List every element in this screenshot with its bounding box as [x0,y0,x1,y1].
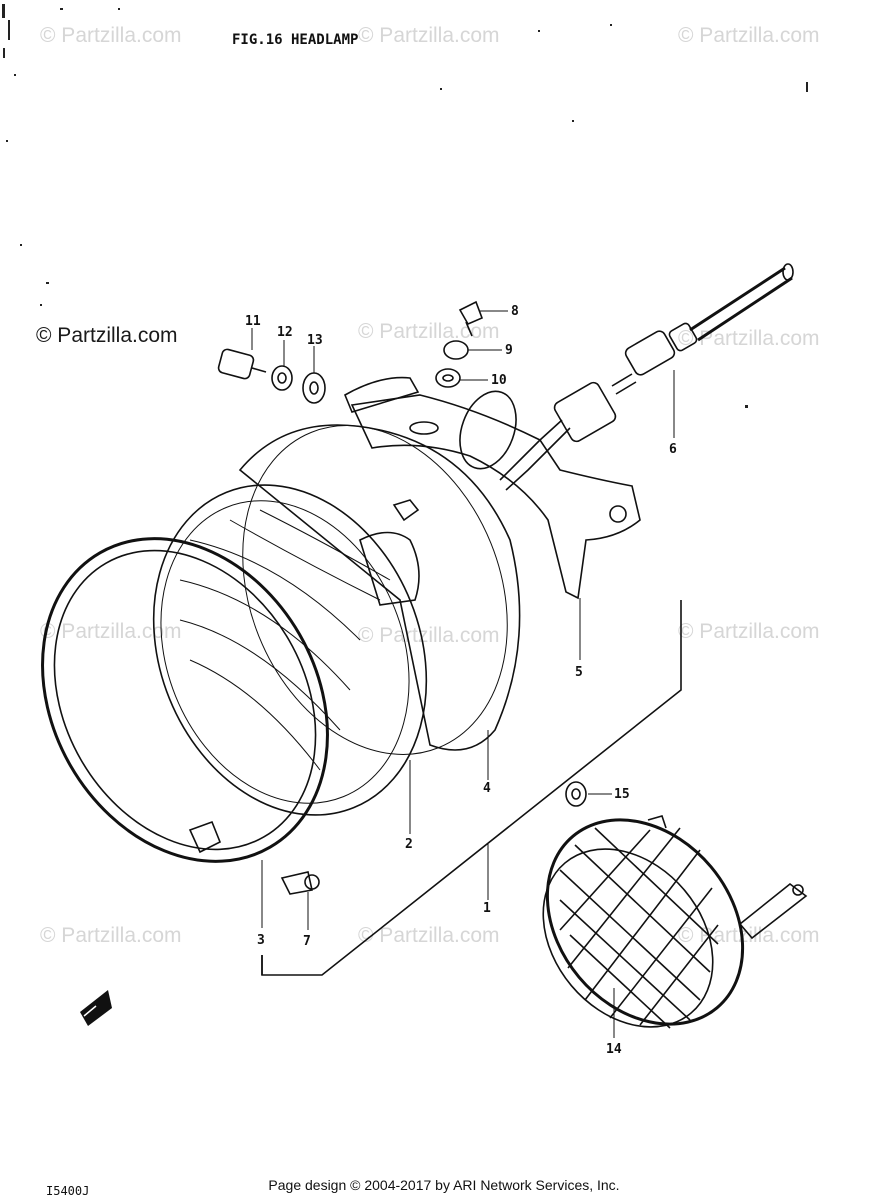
watermark-bottom-left: © Partzilla.com [40,924,182,947]
bolt-8 [458,300,484,337]
rim-screw [280,871,320,895]
sealed-beam-unit [152,484,428,816]
nut-9 [443,340,469,360]
headlamp-rim [41,537,329,863]
callout-6: 6 [669,442,677,457]
washer-15-hole [571,788,581,800]
watermark-lower-right: © Partzilla.com [678,620,820,643]
footer-copyright: Page design © 2004-2017 by ARI Network S… [268,1177,620,1193]
watermark-mid-right: © Partzilla.com [678,327,820,350]
diagram-title: FIG.16 HEADLAMP [232,32,358,48]
watermark-bottom-center: © Partzilla.com [358,924,500,947]
headlamp-guard [542,815,808,1029]
callout-13: 13 [307,333,323,348]
callout-11: 11 [245,314,261,329]
scan-noise [2,4,808,408]
watermark-top-center: © Partzilla.com [358,24,500,47]
callout-3: 3 [257,933,265,948]
callout-12: 12 [277,325,293,340]
bolt-11 [217,348,267,380]
watermark-bottom-right: © Partzilla.com [678,924,820,947]
headlamp-housing [238,424,521,755]
callout-15: 15 [614,787,630,802]
watermark-lower-center: © Partzilla.com [358,624,500,647]
callout-8: 8 [511,304,519,319]
washer-10-hole [442,374,454,382]
callout-14: 14 [606,1042,622,1057]
callout-4: 4 [483,781,491,796]
washer-10 [435,368,461,388]
watermark-mid-center: © Partzilla.com [358,320,500,343]
washer-13-hole [309,381,319,395]
leader-lines [251,310,675,1038]
wire-harness [499,263,794,491]
callout-9: 9 [505,343,513,358]
callout-1: 1 [483,901,491,916]
callout-7: 7 [303,934,311,949]
washer-13 [302,372,326,404]
callout-5: 5 [575,665,583,680]
diagram-code: I5400J [46,1184,90,1198]
housing-bracket [343,376,641,600]
spacer-12-hole [277,372,287,384]
spacer-12 [271,365,293,391]
callout-10: 10 [491,373,507,388]
front-arrow-icon [80,990,112,1026]
watermark-top-right: © Partzilla.com [678,24,820,47]
watermark-dark: © Partzilla.com [36,324,178,347]
watermark-top-left: © Partzilla.com [40,24,182,47]
callout-2: 2 [405,837,413,852]
washer-15 [565,781,587,807]
watermark-lower-left: © Partzilla.com [40,620,182,643]
